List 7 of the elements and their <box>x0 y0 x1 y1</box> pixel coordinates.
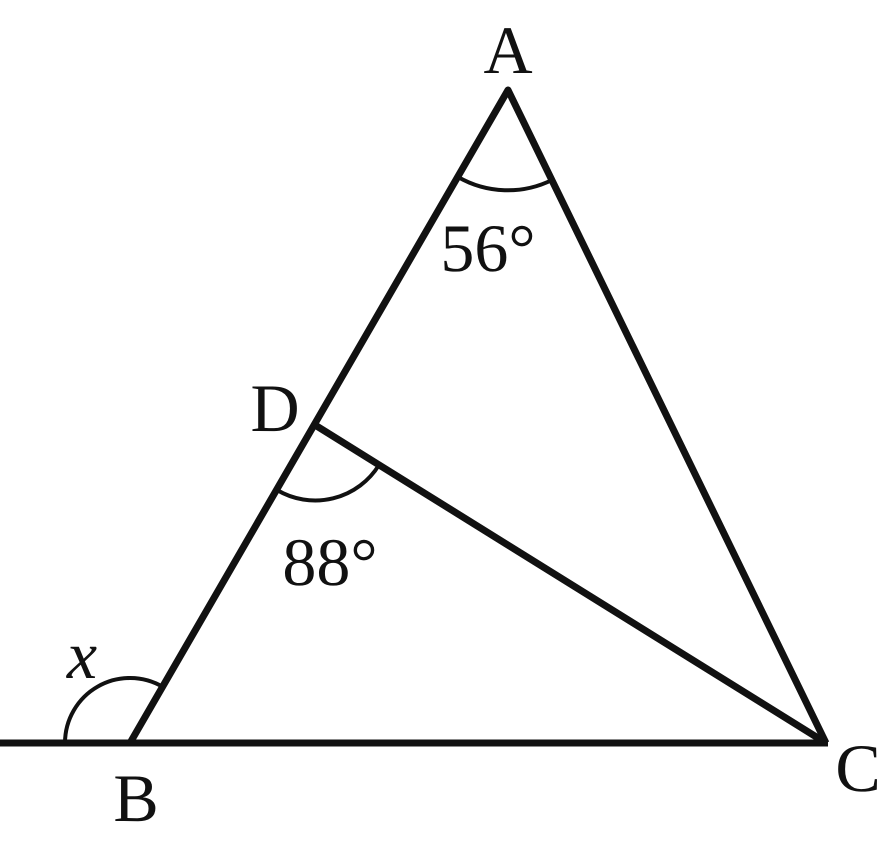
angle-label: 56° <box>440 214 536 282</box>
point-label: C <box>835 734 881 802</box>
angle-label: 88° <box>282 528 378 596</box>
point-label: D <box>250 374 300 442</box>
point-label: B <box>113 764 159 832</box>
point-label: A <box>483 16 533 84</box>
angle-label: x <box>66 621 98 689</box>
